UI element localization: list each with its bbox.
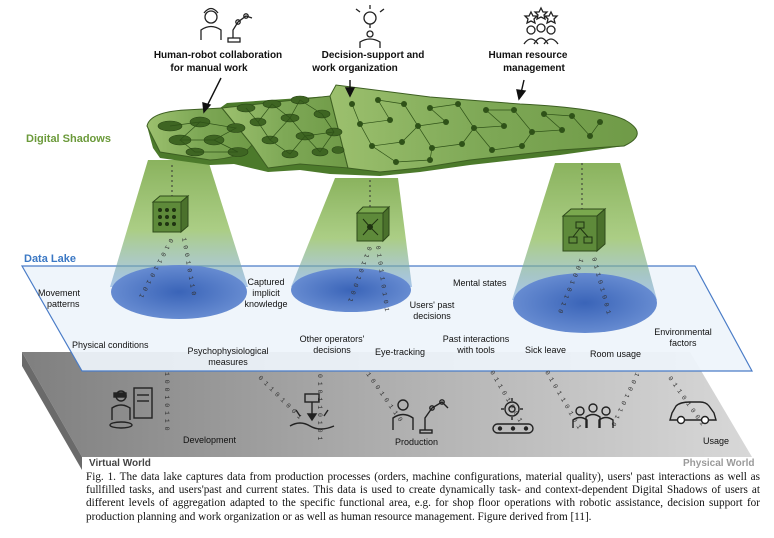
robot-arm-icon <box>392 399 449 434</box>
idea-person-icon <box>355 5 385 48</box>
binary-9: 0 1 0 1 1 0 1 0 1 <box>316 374 323 440</box>
data-lake-label: Data Lake <box>24 253 76 265</box>
label-mental: Mental states <box>453 278 507 288</box>
binary-7: 1 0 0 1 0 1 1 0 <box>163 372 170 431</box>
digital-shadows-label: Digital Shadows <box>26 133 111 145</box>
figure-caption: Fig. 1. The data lake captures data from… <box>86 471 760 523</box>
diagram: 0 1 0 1 1 0 1 0 1 1 0 0 1 0 1 1 0 0 1 1 … <box>20 5 755 470</box>
label-physical-world: Physical World <box>683 458 755 469</box>
team-icon <box>523 6 559 45</box>
floor <box>22 352 752 470</box>
label-physical: Physical conditions <box>72 340 149 350</box>
gear-conveyor-icon <box>492 398 534 434</box>
label-virtual-world: Virtual World <box>89 458 151 469</box>
lake-ellipses <box>111 265 657 333</box>
lake-ellipse-3 <box>513 273 657 333</box>
worker-robot-icon <box>200 7 253 43</box>
label-development: Development <box>183 435 237 445</box>
vr-worker-icon <box>109 387 153 429</box>
cube-network-icon <box>151 194 607 253</box>
connector-lines <box>171 163 583 209</box>
label-room: Room usage <box>590 349 641 359</box>
label-other-ops: Other operators'decisions <box>300 334 365 355</box>
label-usage: Usage <box>703 436 729 446</box>
label-eye: Eye-tracking <box>375 347 425 357</box>
label-production: Production <box>395 437 438 447</box>
lake-ellipse-2 <box>291 268 411 312</box>
label-arrows <box>202 77 527 114</box>
digital-shadows-surface <box>146 84 638 176</box>
welding-icon <box>289 393 335 430</box>
people-icon <box>572 403 614 428</box>
car-icon <box>669 401 717 425</box>
lake-ellipse-1 <box>111 265 247 319</box>
label-sick: Sick leave <box>525 345 566 355</box>
